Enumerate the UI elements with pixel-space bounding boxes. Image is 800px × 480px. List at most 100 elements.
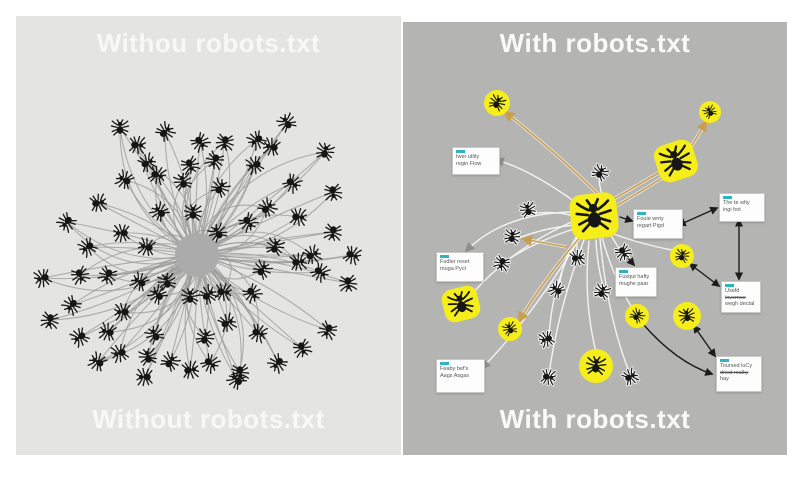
- spider-icon: [137, 237, 156, 256]
- allowed-path: [464, 211, 577, 253]
- spider-icon: [89, 193, 108, 212]
- priority-path-arrow: [517, 233, 584, 323]
- spider-icon: [97, 265, 118, 286]
- spider-icon: [110, 343, 130, 364]
- spider-icon: [110, 119, 130, 136]
- spider-icon: [276, 112, 297, 133]
- allowed-path: [599, 238, 631, 375]
- priority-path-arrow: [611, 171, 661, 201]
- spider-icon: [70, 265, 91, 285]
- spider-icon: [702, 104, 717, 119]
- spider-icon: [214, 283, 233, 302]
- spider-icon: [181, 360, 200, 379]
- allowed-crawler-node: [670, 244, 694, 268]
- spider-icon: [252, 259, 273, 280]
- spider-icon: [207, 222, 228, 243]
- priority-path-arrow: [615, 177, 663, 207]
- title-with-bottom: With robots.txt: [499, 404, 691, 434]
- priority-path-arrow: [520, 235, 567, 248]
- allowed-crawler-node: [653, 139, 699, 183]
- spider-icon: [137, 152, 158, 173]
- spider-icon: [518, 200, 537, 219]
- spider-icon: [246, 130, 267, 151]
- spider-icon: [501, 321, 518, 337]
- priority-path-arrow: [503, 110, 603, 199]
- spider-icon: [282, 173, 303, 194]
- spider-icon: [488, 93, 507, 112]
- website-hub: [175, 233, 219, 277]
- spider-icon: [292, 338, 313, 358]
- spider-icon: [568, 248, 586, 267]
- allowed-path: [586, 240, 597, 353]
- spider-icon: [675, 248, 690, 263]
- spider-icon: [537, 330, 557, 349]
- spider-icon: [315, 142, 336, 162]
- spider-icon: [339, 274, 358, 293]
- spider-icon: [114, 302, 131, 322]
- spider-icon: [40, 311, 59, 330]
- spider-icon: [342, 245, 362, 266]
- spider-icon: [55, 212, 77, 233]
- spider-icon: [575, 197, 612, 233]
- allowed-crawler-node: [498, 317, 522, 341]
- spider-icon: [585, 355, 607, 376]
- rule-link-arrow: [688, 262, 721, 288]
- spider-icon: [77, 237, 98, 258]
- title-without-bottom: Without robots.txt: [92, 404, 325, 434]
- spider-icon: [324, 183, 343, 202]
- spider-icon: [200, 353, 221, 375]
- spider-icon: [238, 212, 260, 233]
- spider-icon: [147, 165, 167, 186]
- spider-icon: [98, 322, 117, 341]
- spider-icon: [590, 162, 611, 183]
- allowed-path: [494, 157, 579, 205]
- allowed-crawler-node: [569, 192, 619, 240]
- spider-icon: [266, 353, 288, 374]
- spider-icon: [129, 271, 150, 292]
- spider-icon: [136, 367, 153, 387]
- spider-icon: [215, 133, 234, 152]
- spider-icon: [114, 169, 135, 190]
- allowed-crawler-node: [673, 302, 701, 330]
- spider-icon: [302, 244, 323, 265]
- spider-icon: [323, 223, 342, 242]
- spider-icon: [245, 155, 265, 176]
- rule-link-arrow: [619, 214, 634, 223]
- allowed-crawler-node: [579, 349, 613, 383]
- spider-icon: [492, 253, 511, 273]
- allowed-path: [601, 236, 633, 309]
- spider-icon: [138, 347, 157, 366]
- spider-icon: [257, 196, 278, 218]
- spider-icon: [317, 320, 338, 341]
- spider-icon: [546, 279, 567, 300]
- spider-icon: [180, 155, 201, 176]
- spider-icon: [144, 324, 165, 345]
- spider-icon: [310, 262, 331, 284]
- spider-icon: [180, 288, 200, 305]
- spider-icon: [69, 327, 90, 348]
- spider-icon: [539, 368, 557, 387]
- allowed-path: [513, 224, 576, 241]
- spider-icon: [155, 120, 177, 142]
- spider-icon: [248, 323, 268, 344]
- spider-icon: [190, 132, 212, 153]
- spider-icon: [148, 200, 170, 222]
- spider-icon: [613, 242, 634, 263]
- spider-icon: [262, 137, 281, 156]
- spider-icon: [87, 351, 108, 372]
- spider-icon: [242, 283, 264, 304]
- allowed-path: [480, 237, 581, 370]
- rule-link-arrow: [642, 323, 714, 376]
- allowed-crawler-node: [484, 90, 510, 116]
- spider-icon: [33, 268, 53, 289]
- priority-path-arrow: [689, 120, 708, 149]
- rule-link-arrow: [677, 206, 719, 227]
- spider-icon: [265, 237, 286, 257]
- allowed-crawler-node: [625, 304, 649, 328]
- spider-icon: [629, 307, 646, 324]
- spider-icon: [289, 252, 308, 271]
- priority-path-casing: [503, 110, 604, 200]
- spider-icon: [198, 283, 219, 305]
- rule-link-arrow: [693, 324, 716, 358]
